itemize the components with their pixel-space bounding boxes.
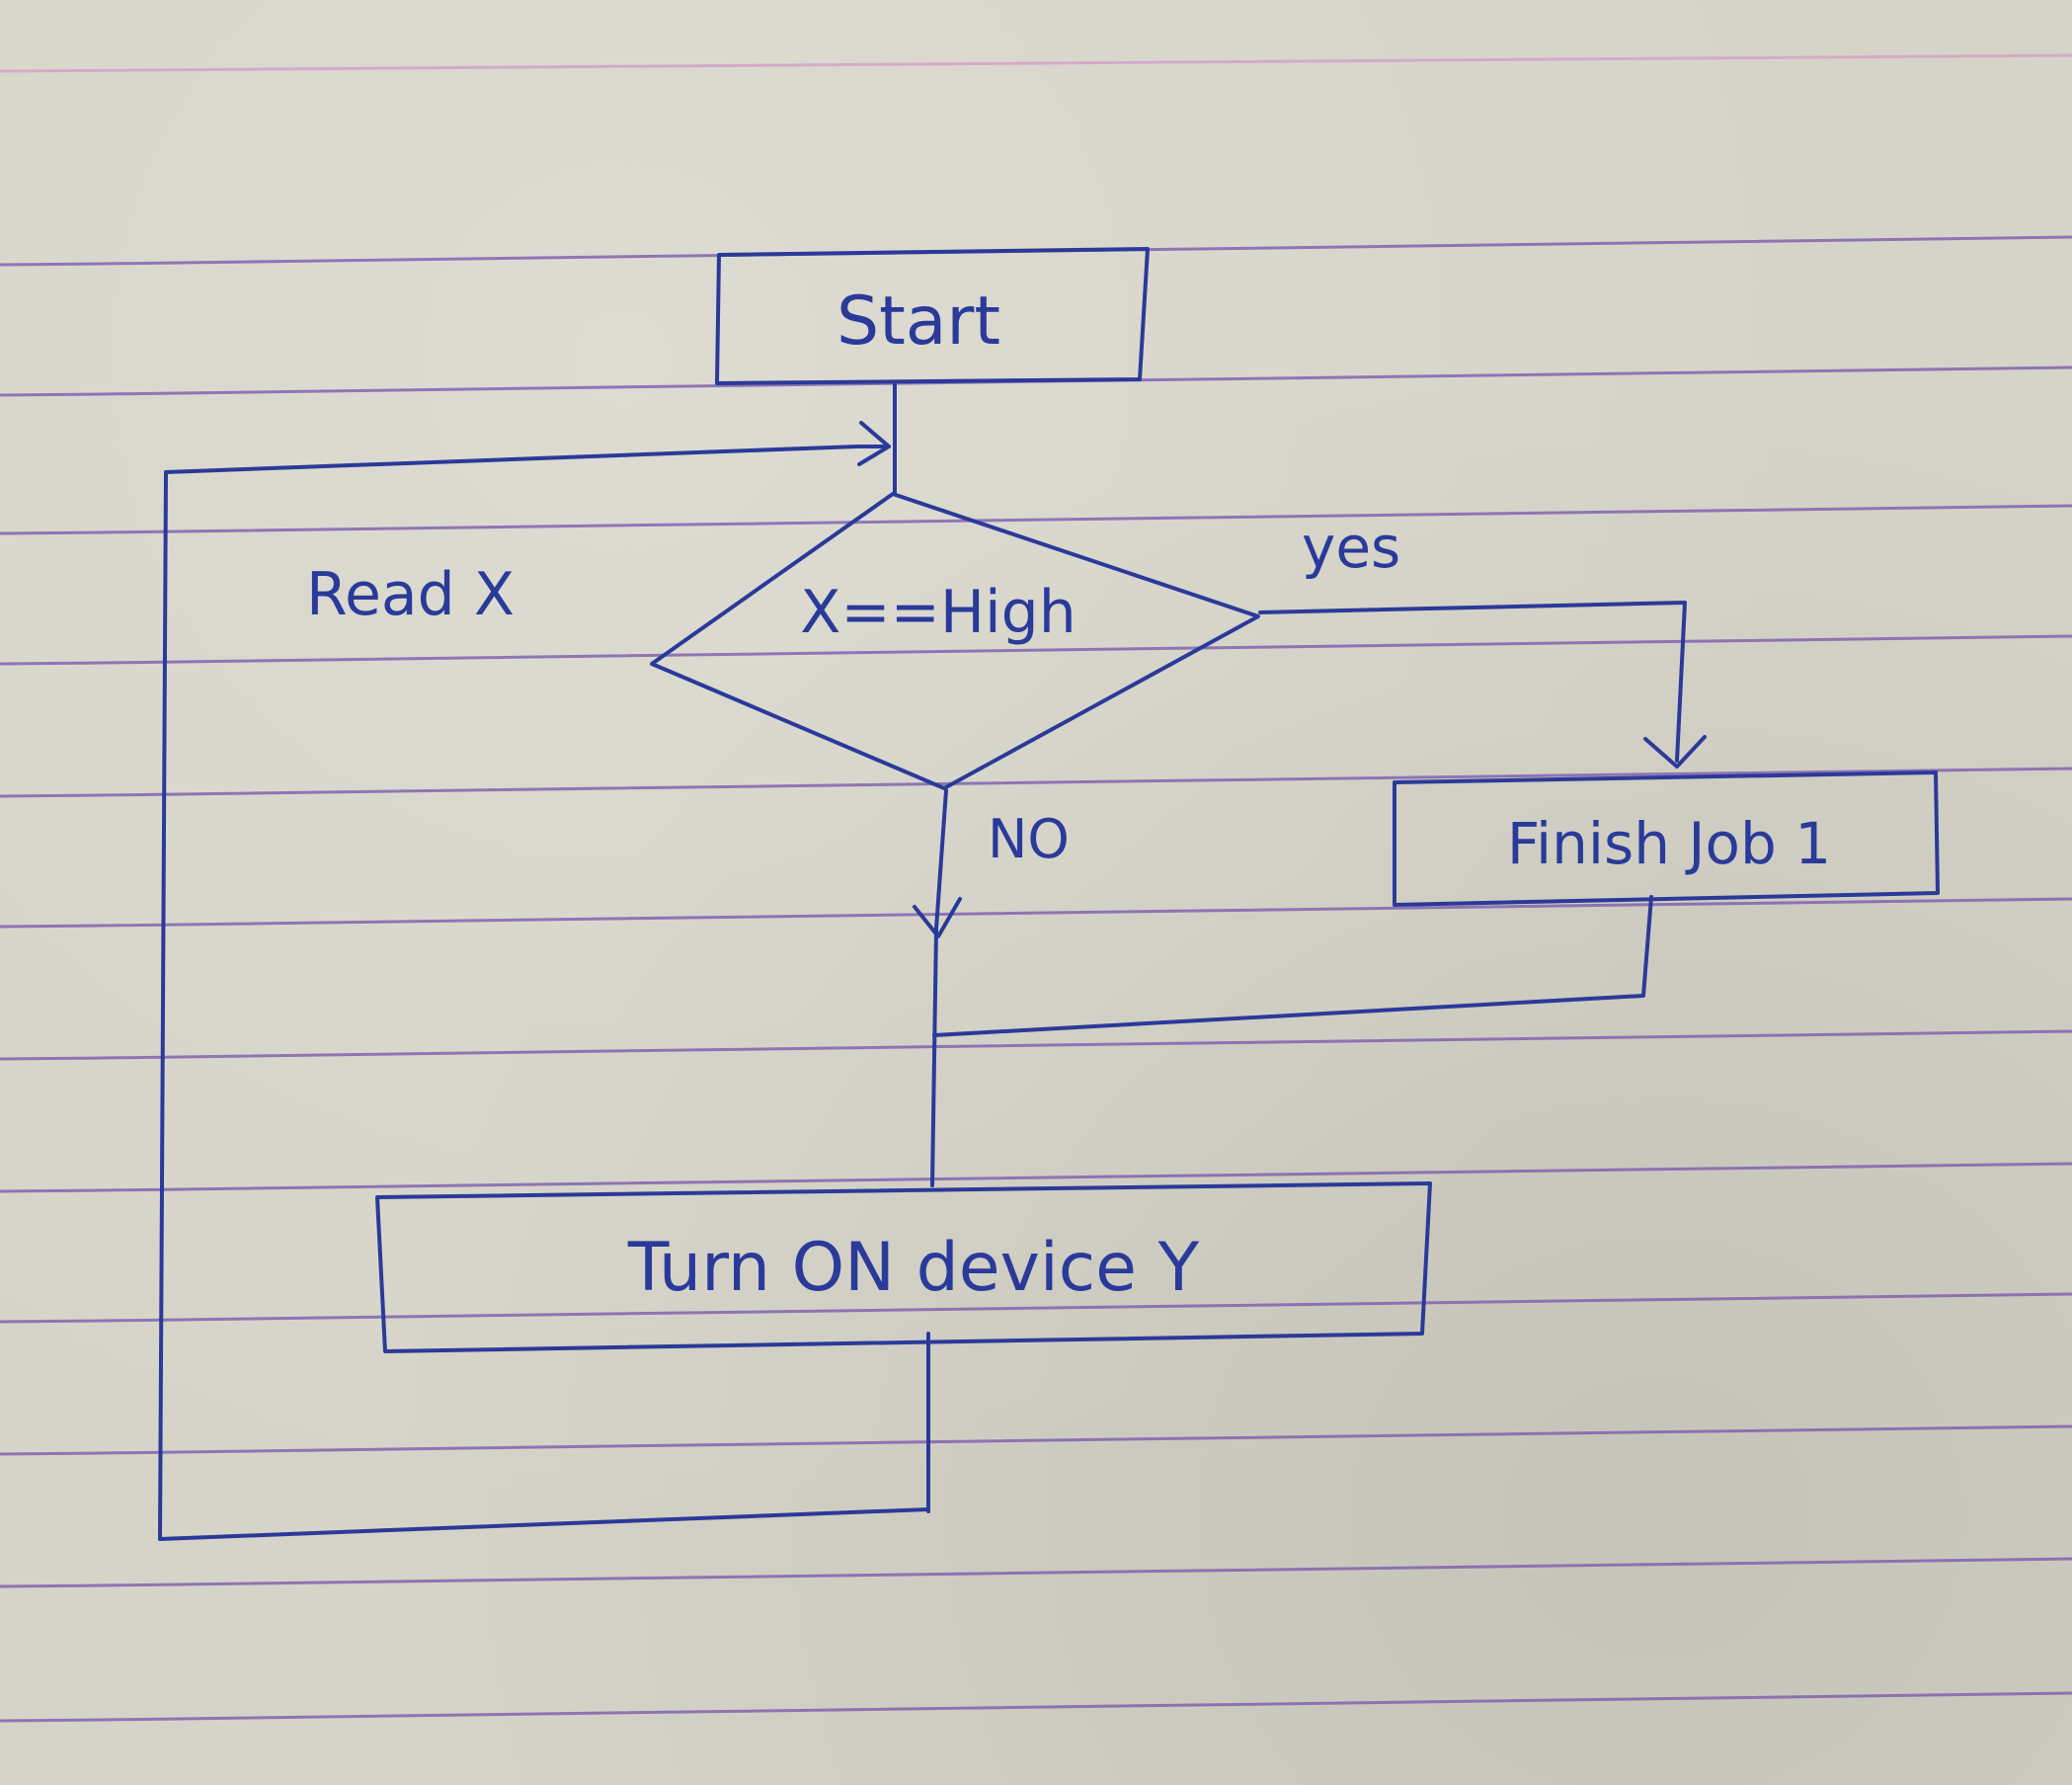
- edge-finish-return: [932, 895, 1653, 1037]
- yes-label: yes: [1302, 514, 1400, 581]
- header-rule-line: [0, 53, 2072, 73]
- rule-line: [0, 1162, 2072, 1193]
- edge-yes: [1258, 601, 1687, 763]
- arrow-head-yes: [1643, 735, 1707, 769]
- start-label: Start: [837, 283, 1000, 361]
- turn-on-box: [375, 1181, 1432, 1353]
- rule-line: [0, 1424, 2072, 1456]
- edge-loop-back: [158, 445, 930, 1541]
- decision-label: X==High: [800, 578, 1076, 647]
- arrow-head-no: [913, 897, 962, 938]
- no-label: NO: [988, 808, 1070, 870]
- rule-line: [0, 1292, 2072, 1324]
- rule-line: [0, 634, 2072, 666]
- edge-no: [930, 788, 948, 1187]
- turn-on-label: Turn ON device Y: [627, 1229, 1200, 1307]
- decision-diamond: [650, 492, 1260, 790]
- rule-line: [0, 1691, 2072, 1723]
- start-box: [715, 247, 1150, 385]
- finish-job-label: Finish Job 1: [1507, 810, 1831, 877]
- rule-line: [0, 1557, 2072, 1588]
- rule-line: [0, 897, 2072, 929]
- finish-job-box: [1393, 771, 1940, 907]
- arrow-head-loop: [857, 421, 891, 466]
- rule-line: [0, 504, 2072, 535]
- loop-label: Read X: [306, 560, 515, 629]
- rule-line: [0, 1029, 2072, 1061]
- rule-line: [0, 767, 2072, 798]
